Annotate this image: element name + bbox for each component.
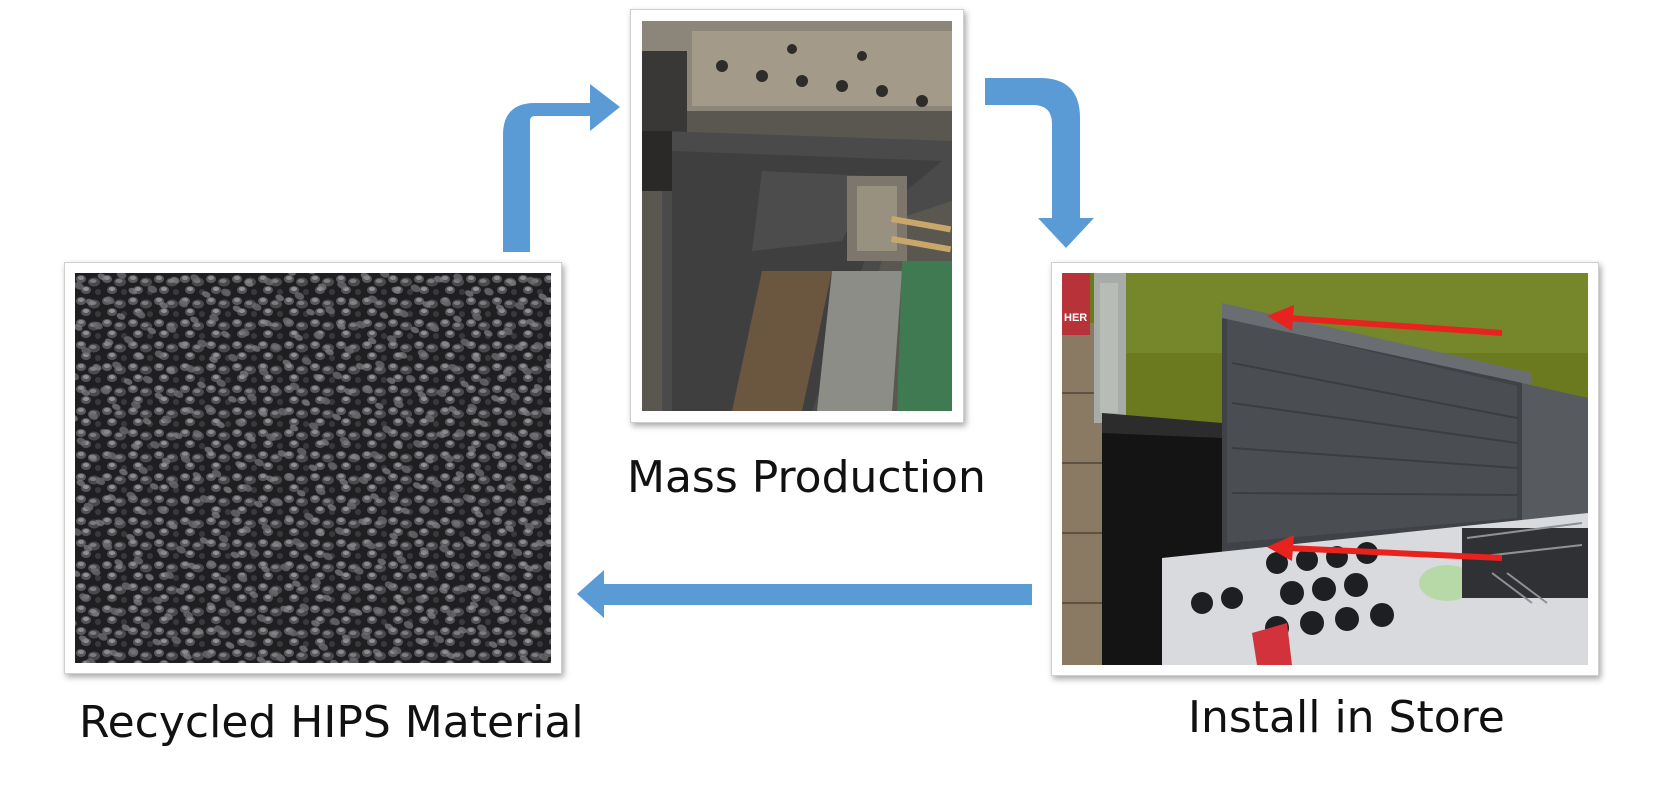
arrow-material-to-production: [503, 84, 620, 252]
highlight-arrow-bottom: [1267, 535, 1503, 561]
production-photo: [642, 21, 952, 411]
material-photo-frame: [64, 262, 562, 674]
arrow-production-to-store: [985, 78, 1094, 248]
store-sign-text: HER: [1064, 312, 1087, 324]
store-photo-frame: HER: [1051, 262, 1599, 676]
material-caption: Recycled HIPS Material: [79, 697, 584, 748]
material-photo: [75, 273, 551, 663]
production-photo-frame: [630, 9, 964, 423]
production-caption: Mass Production: [627, 452, 986, 503]
store-photo: HER: [1062, 273, 1588, 665]
highlight-arrow-top: [1267, 305, 1503, 336]
arrow-store-to-material: [577, 570, 1032, 618]
store-caption: Install in Store: [1188, 692, 1505, 743]
